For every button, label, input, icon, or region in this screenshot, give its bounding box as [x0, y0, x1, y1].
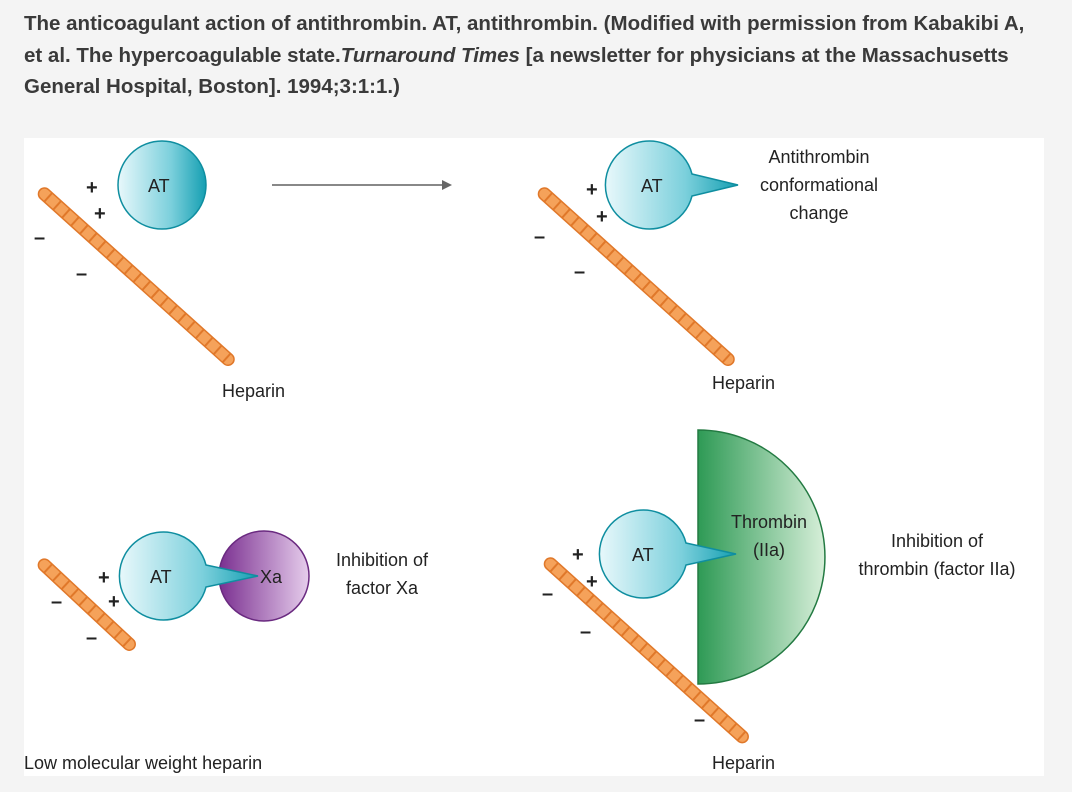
heparin-chain — [537, 187, 735, 367]
plus-charge: + — [596, 206, 608, 228]
plus-charge: + — [86, 177, 98, 199]
minus-charge: – — [542, 583, 553, 605]
minus-charge: – — [86, 627, 97, 649]
conformational-change-label: change — [789, 203, 848, 223]
at-molecule — [598, 509, 737, 599]
panel-bottom-left: AT Xa + + – – Inhibition of factor Xa Lo… — [24, 530, 429, 773]
minus-charge: – — [34, 227, 45, 249]
caption-text-2: [a newsletter for physicians at the Mass… — [24, 43, 1009, 99]
heparin-label: Heparin — [712, 373, 775, 393]
transition-arrow — [272, 180, 452, 190]
minus-charge: – — [574, 261, 585, 283]
diagram-svg: AT + + – – Heparin AT + + – – Antithromb… — [24, 140, 1016, 773]
conformational-change-label: conformational — [760, 175, 878, 195]
caption-text-1: The anticoagulant action of antithrombin… — [24, 12, 1025, 67]
thrombin-label: Thrombin — [731, 512, 807, 532]
heparin-label: Heparin — [222, 381, 285, 401]
panel-top-right: AT + + – – Antithrombin conformational c… — [534, 140, 878, 393]
at-molecule — [604, 140, 739, 230]
at-label: AT — [632, 545, 654, 565]
plus-charge: + — [108, 591, 120, 613]
caption-journal: Turnaround Times — [340, 43, 520, 67]
heparin-chain — [37, 558, 136, 651]
minus-charge: – — [534, 226, 545, 248]
inhibition-label: Inhibition of — [891, 531, 984, 551]
plus-charge: + — [94, 203, 106, 225]
plus-charge: + — [98, 567, 110, 589]
at-molecule — [117, 140, 207, 230]
diagram-figure: AT + + – – Heparin AT + + – – Antithromb… — [24, 138, 1044, 776]
at-label: AT — [641, 176, 663, 196]
minus-charge: – — [694, 709, 705, 731]
thrombin-label: (IIa) — [753, 540, 785, 560]
heparin-label: Heparin — [712, 753, 775, 773]
plus-charge: + — [572, 544, 584, 566]
xa-label: Xa — [260, 567, 283, 587]
inhibition-label: thrombin (factor IIa) — [858, 559, 1015, 579]
inhibition-label: Inhibition of — [336, 550, 429, 570]
minus-charge: – — [51, 591, 62, 613]
plus-charge: + — [586, 571, 598, 593]
inhibition-label: factor Xa — [346, 578, 419, 598]
figure-caption: The anticoagulant action of antithrombin… — [24, 8, 1044, 103]
minus-charge: – — [580, 621, 591, 643]
heparin-chain — [543, 557, 749, 744]
at-label: AT — [148, 176, 170, 196]
minus-charge: – — [76, 263, 87, 285]
at-label: AT — [150, 567, 172, 587]
panel-top-left: AT + + – – Heparin — [34, 140, 285, 401]
at-molecule — [118, 531, 259, 621]
heparin-label: Low molecular weight heparin — [24, 753, 262, 773]
thrombin-molecule — [697, 429, 826, 685]
heparin-chain — [37, 187, 235, 367]
plus-charge: + — [586, 179, 598, 201]
panel-bottom-right: AT Thrombin (IIa) + + – – – Inhibition o… — [542, 429, 1016, 773]
conformational-change-label: Antithrombin — [768, 147, 869, 167]
